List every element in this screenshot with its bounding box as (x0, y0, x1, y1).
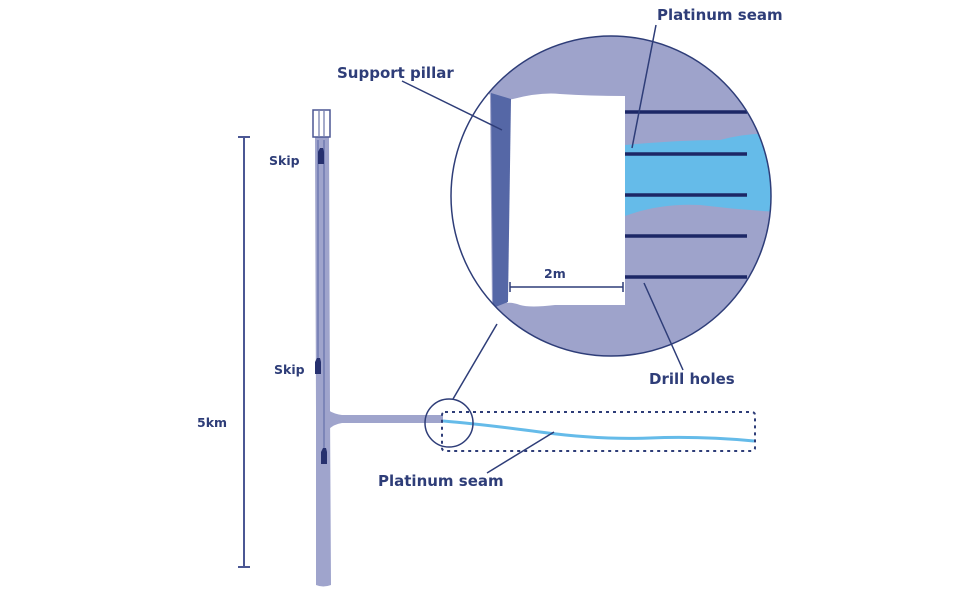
platinum-seam-band (625, 133, 771, 216)
stope-width-label: 2m (544, 266, 566, 281)
depth-label: 5km (197, 415, 227, 430)
support-pillar-label: Support pillar (337, 64, 454, 82)
skip-label-top: Skip (269, 153, 300, 168)
seam-label-leader-bottom (486, 431, 555, 474)
drill-holes-label: Drill holes (649, 370, 735, 388)
horizontal-tunnel (328, 410, 443, 430)
pillar-label-leader (401, 80, 503, 131)
drill-holes (625, 110, 747, 279)
skip-icon (321, 448, 327, 464)
headframe (312, 109, 331, 138)
skip-icon (318, 148, 324, 164)
stope-cavity (507, 93, 625, 307)
seam-extent-box (441, 411, 756, 452)
support-pillar (491, 93, 511, 308)
depth-scale-bar (238, 136, 250, 568)
skip-label-middle: Skip (274, 362, 305, 377)
platinum-seam-label-top: Platinum seam (657, 6, 783, 24)
zoom-detail (450, 35, 772, 357)
stope-width-dimension (509, 282, 624, 292)
magnifier-large-circle (450, 35, 772, 357)
magnifier-small-circle (424, 398, 474, 448)
magnifier-connector (452, 323, 498, 400)
seam-label-leader-top (631, 24, 657, 149)
mine-shaft (312, 109, 443, 587)
drill-holes-label-leader (643, 282, 684, 371)
skip-icon (315, 358, 321, 374)
platinum-seam-line (442, 419, 755, 443)
platinum-seam-label-bottom: Platinum seam (378, 472, 504, 490)
shaft-body (315, 137, 331, 587)
